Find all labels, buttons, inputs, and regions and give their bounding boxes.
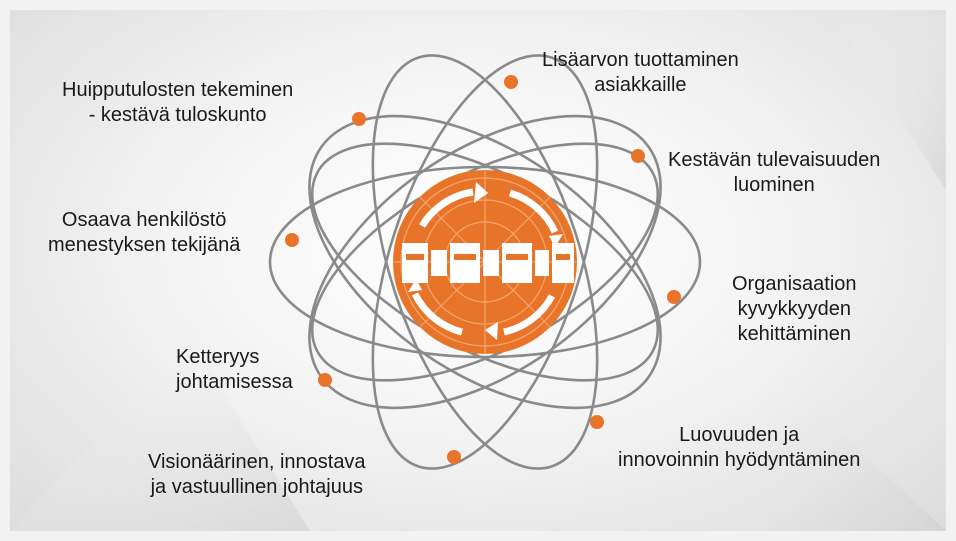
label-kestavan: Kestävän tulevaisuuden luominen	[668, 148, 880, 198]
orbit-dot	[631, 149, 645, 163]
orbit-dot	[590, 415, 604, 429]
orbit-ellipse	[371, 54, 599, 470]
orbit-dot	[352, 112, 366, 126]
center-logo-icon	[393, 170, 577, 354]
label-huipputulosten: Huipputulosten tekeminen - kestävä tulos…	[62, 78, 293, 128]
label-line: Kestävän tulevaisuuden	[668, 149, 881, 171]
label-line: Lisäarvon tuottaminen	[542, 49, 739, 71]
background-facet	[830, 10, 946, 190]
label-organisaation: Organisaation kyvykkyyden kehittäminen	[732, 272, 857, 347]
background-facet	[710, 310, 946, 531]
orbit-dot	[285, 233, 299, 247]
orbit-ellipse	[308, 114, 662, 410]
label-osaava: Osaava henkilöstö menestyksen tekijänä	[48, 208, 240, 258]
label-luovuuden: Luovuuden ja innovoinnin hyödyntäminen	[618, 423, 860, 473]
label-line: Huipputulosten tekeminen	[62, 79, 294, 101]
orbit-ellipse	[268, 165, 702, 359]
orbit-dot	[318, 373, 332, 387]
label-line: menestyksen tekijänä	[48, 234, 241, 256]
label-lisaarvon: Lisäarvon tuottaminen asiakkaille	[542, 48, 739, 98]
atom-diagram	[10, 10, 946, 531]
orbit-group	[268, 54, 702, 470]
label-line: kyvykkyyden	[737, 298, 851, 320]
orbit-dot	[447, 450, 461, 464]
label-visionaarinen: Visionäärinen, innostava ja vastuullinen…	[148, 450, 366, 500]
orbit-dot	[504, 75, 518, 89]
orbit-dot	[667, 290, 681, 304]
label-line: innovoinnin hyödyntäminen	[618, 449, 861, 471]
label-line: luominen	[733, 174, 815, 196]
label-line: Visionäärinen, innostava	[148, 451, 366, 473]
label-line: johtamisessa	[176, 371, 293, 393]
label-line: Osaava henkilöstö	[61, 209, 227, 231]
label-ketteryys: Ketteryys johtamisessa	[176, 345, 293, 395]
label-line: kehittäminen	[737, 323, 851, 345]
label-line: asiakkaille	[594, 74, 687, 96]
label-line: ja vastuullinen johtajuus	[150, 476, 363, 498]
label-line: - kestävä tuloskunto	[88, 104, 267, 126]
label-line: Luovuuden ja	[679, 424, 800, 446]
label-line: Ketteryys	[176, 346, 260, 368]
orbit-ellipse	[371, 54, 599, 470]
diagram-stage: Huipputulosten tekeminen - kestävä tulos…	[10, 10, 946, 531]
label-line: Organisaation	[732, 273, 857, 295]
background-facet	[10, 340, 310, 531]
